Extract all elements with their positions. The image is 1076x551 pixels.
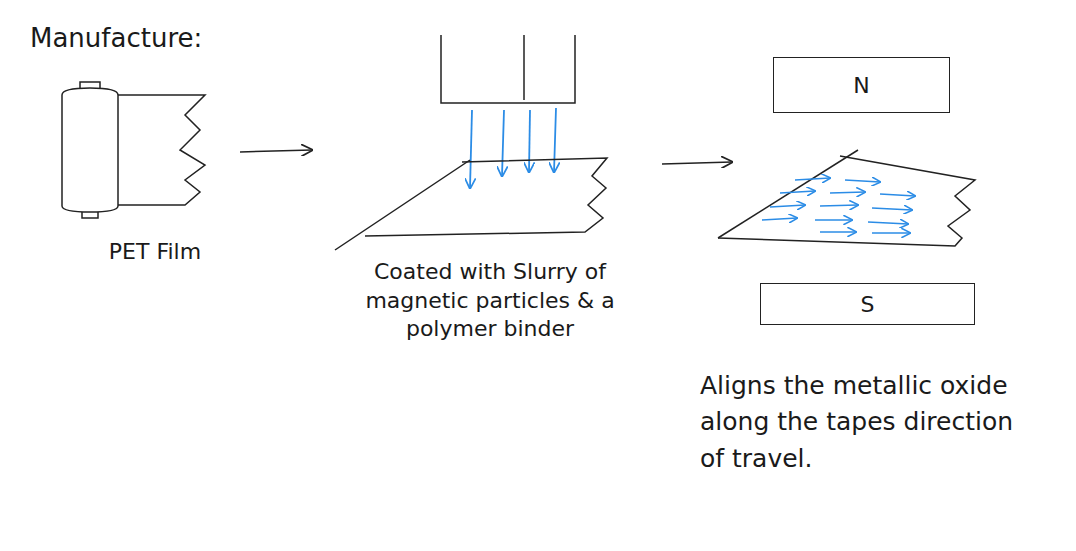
- annotation: Aligns the metallic oxide along the tape…: [700, 368, 1035, 477]
- slurry-flow: [470, 108, 556, 188]
- process-arrow: [240, 150, 312, 152]
- pole-label: S: [861, 292, 875, 317]
- aligned-sheet: [718, 150, 975, 246]
- process-arrow: [662, 162, 732, 164]
- annotation: Coated with Slurry of magnetic particles…: [335, 258, 645, 344]
- coating-head: [441, 35, 575, 103]
- magnet-pole: S: [760, 283, 975, 325]
- pole-label: N: [853, 73, 869, 98]
- film-roll: [62, 82, 205, 218]
- diagram-title: Manufacture:: [30, 22, 202, 55]
- magnet-pole: N: [773, 57, 950, 113]
- annotation: PET Film: [70, 238, 240, 267]
- coated-sheet: [335, 158, 607, 250]
- aligned-particles: [762, 178, 915, 233]
